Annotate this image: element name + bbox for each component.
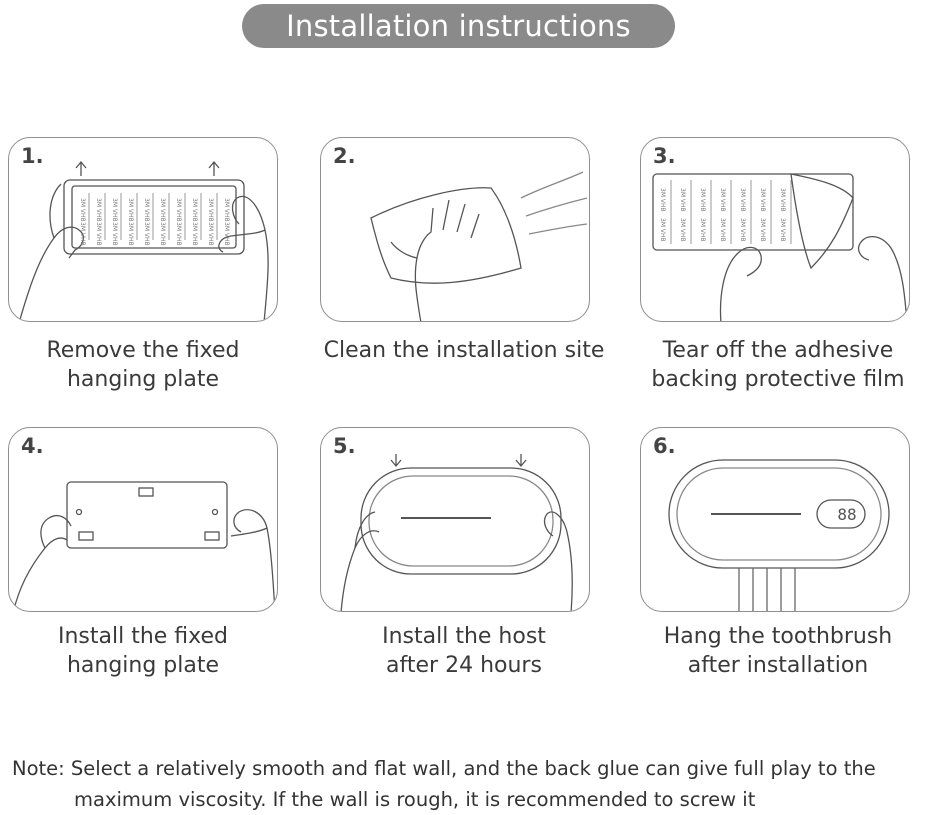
tape-label: 3M VHB	[191, 198, 198, 222]
step-6-caption: Hang the toothbrush after installation	[663, 624, 893, 678]
tape-label: 3M VHB	[175, 222, 182, 246]
tape-label: 3M VHB	[207, 222, 214, 246]
step-1-caption: Remove the fixed hanging plate	[46, 338, 240, 392]
tape-label: 3M VHB	[779, 218, 786, 242]
tape-label: 3M VHB	[223, 198, 230, 222]
tape-label: 3M VHB	[159, 198, 166, 222]
tape-label: 3M VHB	[679, 188, 686, 212]
display-readout: 88	[837, 505, 856, 524]
tape-label: 3M VHB	[159, 222, 166, 246]
step-5-caption: Install the host after 24 hours	[382, 624, 546, 678]
peel-film-drawing: 3M VHB 3M VHB 3M VHB 3M VHB 3M VHB 3M VHB 3M V…	[652, 173, 908, 321]
display-panel	[816, 499, 866, 529]
tape-strips	[88, 193, 218, 240]
install-host-drawing	[340, 454, 573, 611]
host-device	[360, 467, 562, 575]
tape-label: 3M VHB	[759, 188, 766, 212]
note-line-2: maximum viscosity. If the wall is rough,…	[74, 788, 756, 811]
page-title: Installation instructions	[242, 4, 675, 48]
step-3-caption: Tear off the adhesive backing protective…	[651, 338, 905, 392]
tape-label: 3M VHB	[143, 198, 150, 222]
tape-label: 3M VHB	[95, 222, 102, 246]
hanging-plate	[66, 481, 228, 549]
tape-label: 3M VHB	[739, 218, 746, 242]
tape-label: 3M VHB	[719, 218, 726, 242]
tape-label: 3M VHB	[699, 188, 706, 212]
tape-label: 3M VHB	[79, 198, 86, 222]
tape-label: 3M VHB	[679, 218, 686, 242]
tape-label: 3M VHB	[659, 188, 666, 212]
cloth-icon	[370, 187, 522, 284]
step-number: 6.	[653, 434, 676, 458]
tape-label: 3M VHB	[739, 188, 746, 212]
tape-label: 3M VHB	[759, 218, 766, 242]
tape-label: 3M VHB	[223, 222, 230, 246]
step-number: 5.	[333, 434, 356, 458]
clean-wall-drawing	[370, 171, 588, 321]
arrow-up-icon	[208, 160, 220, 176]
sterilizer-device	[668, 459, 890, 569]
tape-label: 3M VHB	[127, 222, 134, 246]
step-4-caption: Install the fixed hanging plate	[57, 624, 229, 678]
hang-toothbrush-drawing: 88	[668, 459, 890, 611]
step-5-illustration: 5.	[320, 427, 590, 612]
tape-label: 3M VHB	[659, 218, 666, 242]
tape-label: 3M VHB	[699, 218, 706, 242]
arrow-down-icon	[390, 454, 402, 468]
motion-lines	[520, 171, 588, 235]
step-4-illustration: 4.	[8, 427, 278, 612]
tape-label: 3M VHB	[207, 198, 214, 222]
step-2-caption: Clean the installation site	[323, 338, 605, 363]
tape-label: 3M VHB	[95, 198, 102, 222]
tape-label: 3M VHB	[127, 198, 134, 222]
note-line-1: Note: Select a relatively smooth and fla…	[12, 757, 876, 780]
step-6-illustration: 88 6.	[640, 427, 910, 612]
installation-note: Note: Select a relatively smooth and fla…	[12, 753, 917, 815]
tape-label: 3M VHB	[175, 198, 182, 222]
install-plate-drawing	[12, 481, 276, 611]
step-number: 3.	[653, 144, 676, 168]
tape-label: 3M VHB	[79, 222, 86, 246]
step-number: 4.	[21, 434, 44, 458]
tape-label: 3M VHB	[779, 188, 786, 212]
step-number: 1.	[21, 144, 44, 168]
arrow-up-icon	[75, 160, 87, 176]
step-3-illustration: 3M VHB 3M VHB 3M VHB 3M VHB 3M VHB 3M VHB 3M V…	[640, 137, 910, 322]
tape-label: 3M VHB	[719, 188, 726, 212]
step-2-illustration: 2.	[320, 137, 590, 322]
tape-label: 3M VHB	[111, 222, 118, 246]
toothbrush-handles	[738, 568, 796, 611]
arrow-down-icon	[515, 454, 527, 468]
tape-label: 3M VHB	[191, 222, 198, 246]
tape-label: 3M VHB	[143, 222, 150, 246]
tape-label: 3M VHB	[111, 198, 118, 222]
step-number: 2.	[333, 144, 356, 168]
peeled-film	[790, 173, 854, 270]
